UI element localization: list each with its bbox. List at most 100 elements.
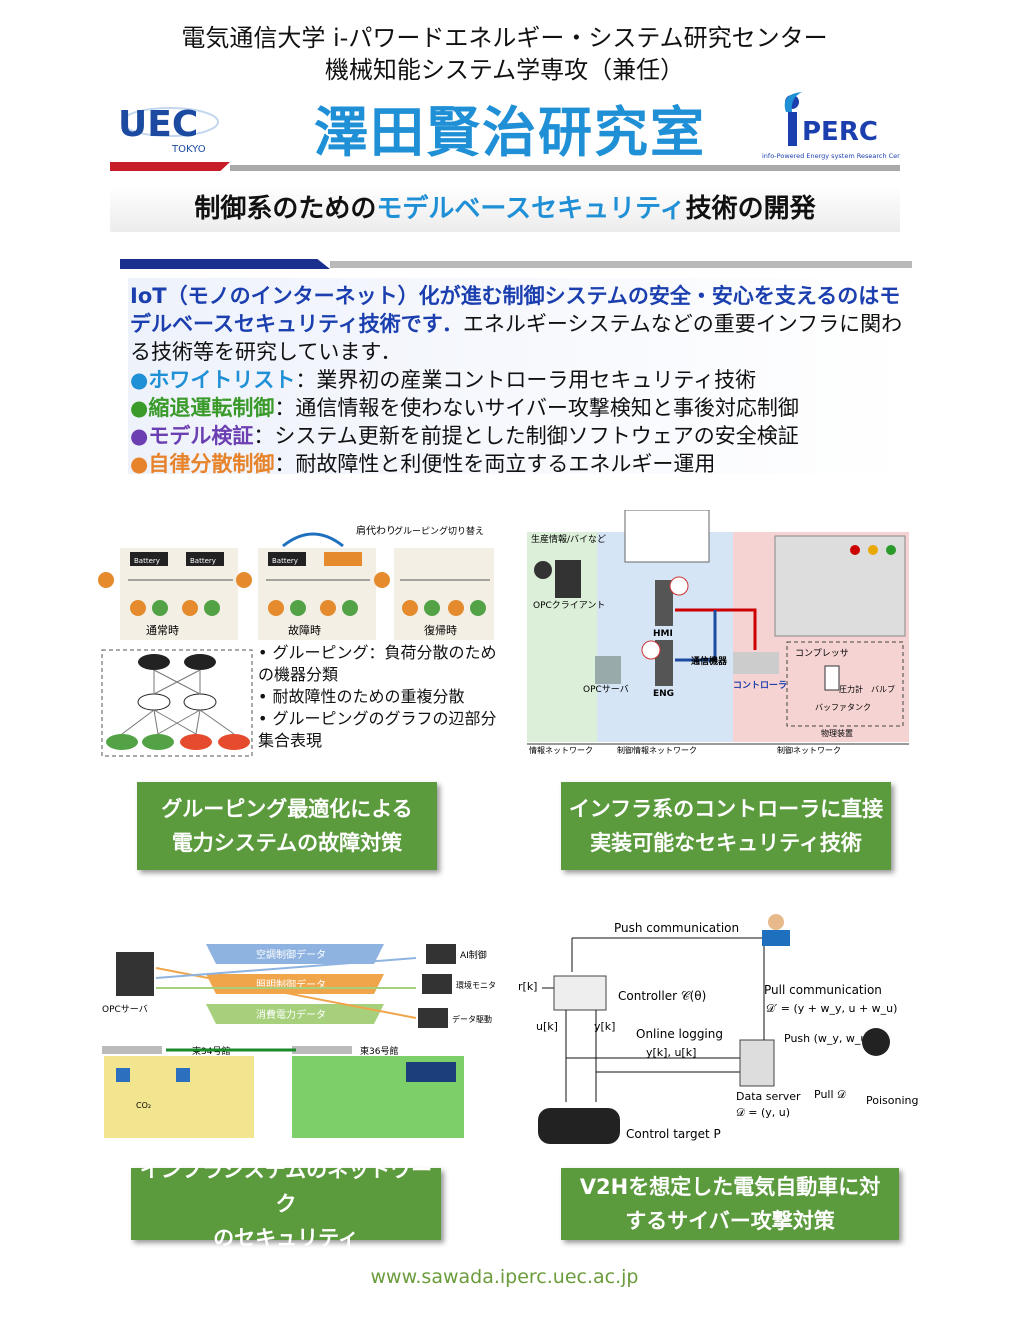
svg-text:消費電力データ: 消費電力データ xyxy=(256,1008,326,1021)
fig1-bullet-2: • 耐故障性のための重複分散 xyxy=(258,687,465,706)
intro-item-degraded: ●縮退運転制御：通信情報を使わないサイバー攻撃検知と事後対応制御 xyxy=(130,394,910,422)
item-desc: ：耐故障性と利便性を両立するエネルギー運用 xyxy=(274,452,716,476)
svg-text:生産情報/バイなど: 生産情報/バイなど xyxy=(531,533,606,545)
intro-item-whitelist: ●ホワイトリスト：業界初の産業コントローラ用セキュリティ技術 xyxy=(130,366,910,394)
uec-logo-text: UEC xyxy=(118,104,198,145)
intro-rule-gray xyxy=(330,261,912,268)
caption-line-1: グルーピング最適化による xyxy=(161,797,413,821)
caption-controller-security: インフラ系のコントローラに直接 実装可能なセキュリティ技術 xyxy=(561,782,891,870)
bullet-icon: ● xyxy=(130,368,149,392)
intro-item-autonomous: ●自律分散制御：耐故障性と利便性を両立するエネルギー運用 xyxy=(130,450,910,478)
caption-line-2: のセキュリティ xyxy=(213,1226,359,1250)
grouping-graph xyxy=(101,649,253,757)
fig-infra-network: OPCサーバ 空調制御データ 照明制御データ 消費電力データ AI制御 環境モニ… xyxy=(96,938,506,1138)
svg-text:ENG: ENG xyxy=(653,689,674,699)
caption-line-2: 実装可能なセキュリティ技術 xyxy=(590,831,862,855)
svg-text:コンプレッサ: コンプレッサ xyxy=(795,648,849,659)
svg-text:バルブ: バルブ xyxy=(871,684,895,694)
svg-text:𝒟′ = (y + w_y, u + w_u): 𝒟′ = (y + w_y, u + w_u) xyxy=(766,1002,897,1015)
fig1-bullet-1: • グルーピング：負荷分散のための機器分類 xyxy=(258,643,497,684)
svg-text:制御ネットワーク: 制御ネットワーク xyxy=(777,745,841,754)
svg-text:r[k]: r[k] xyxy=(518,980,537,993)
fig-grouping: Battery Battery 通常時 Battery 故障時 肩代わり xyxy=(98,522,510,762)
svg-text:u[k]: u[k] xyxy=(536,1020,558,1033)
fig1-bullets: • グルーピング：負荷分散のための機器分類 • 耐故障性のための重複分散 • グ… xyxy=(258,642,508,752)
lab-title: 澤田賢治研究室 xyxy=(314,101,706,164)
svg-text:Battery: Battery xyxy=(134,557,160,565)
subtitle-suffix: 技術の開発 xyxy=(685,194,816,224)
svg-text:空調制御データ: 空調制御データ xyxy=(256,948,326,961)
bullet-icon: ● xyxy=(130,396,149,420)
header-department: 機械知能システム学専攻（兼任） xyxy=(324,56,685,84)
svg-text:OPCクライアント: OPCクライアント xyxy=(533,600,605,611)
svg-text:y[k]: y[k] xyxy=(594,1020,615,1033)
uec-logo: UEC TOKYO xyxy=(110,96,220,156)
item-key: 自律分散制御 xyxy=(148,452,275,476)
svg-text:Push (w_y, w_u): Push (w_y, w_u) xyxy=(784,1032,872,1045)
item-desc: ：通信情報を使わないサイバー攻撃検知と事後対応制御 xyxy=(274,396,799,420)
svg-text:OPCサーバ: OPCサーバ xyxy=(583,684,629,695)
subtitle-accent: モデルベースセキュリティ xyxy=(376,194,686,224)
item-key: ホワイトリスト xyxy=(148,368,296,392)
svg-text:𝒟 = (y, u): 𝒟 = (y, u) xyxy=(736,1106,790,1119)
header-rule-red xyxy=(110,162,230,171)
svg-text:Poisoning: Poisoning xyxy=(866,1094,918,1107)
label-switch: グルーピング切り替え xyxy=(394,525,484,537)
svg-text:Battery: Battery xyxy=(190,557,216,565)
label-normal: 通常時 xyxy=(146,624,179,637)
svg-text:コントローラ: コントローラ xyxy=(733,680,787,691)
caption-line-1: インフラシステムのネットワーク xyxy=(139,1158,433,1216)
intro-rule-navy xyxy=(120,259,330,269)
svg-text:HMI: HMI xyxy=(653,629,673,639)
intro-lead-rest: エネルギーシステムなどの重要インフラに関わる技術等を研究しています． xyxy=(130,312,903,364)
svg-text:Online logging: Online logging xyxy=(636,1027,723,1041)
svg-text:データ駆動: データ駆動 xyxy=(452,1014,492,1024)
svg-text:物理装置: 物理装置 xyxy=(821,728,853,738)
header-rule-gray xyxy=(230,165,900,171)
caption-line-2: 電力システムの故障対策 xyxy=(171,831,403,855)
svg-text:Battery: Battery xyxy=(272,557,298,565)
svg-text:制御情報ネットワーク: 制御情報ネットワーク xyxy=(617,745,697,754)
panel-normal: Battery Battery 通常時 xyxy=(98,548,238,640)
panel-fault: Battery 故障時 肩代わり xyxy=(236,524,396,640)
svg-text:Pull 𝒟: Pull 𝒟 xyxy=(814,1088,846,1101)
iperc-logo: PERC info-Powered Energy system Research… xyxy=(740,84,911,164)
intro-block: IoT（モノのインターネット）化が進む制御システムの安全・安心を支えるのはモデル… xyxy=(128,278,912,476)
item-key: モデル検証 xyxy=(148,424,254,448)
svg-text:OPCサーバ: OPCサーバ xyxy=(102,1004,148,1015)
svg-text:環境モニタ: 環境モニタ xyxy=(456,980,496,990)
item-desc: ：業界初の産業コントローラ用セキュリティ技術 xyxy=(295,368,757,392)
caption-grouping: グルーピング最適化による 電力システムの故障対策 xyxy=(137,782,437,870)
footer-url[interactable]: www.sawada.iperc.uec.ac.jp xyxy=(370,1266,639,1288)
svg-text:東36号館: 東36号館 xyxy=(360,1045,398,1057)
intro-lead-bold: IoT（モノのインターネット）化が進む制御システムの安全・安心を支えるのはモデル… xyxy=(130,284,901,336)
iperc-logo-sub: info-Powered Energy system Research Cent… xyxy=(762,152,900,160)
svg-text:バッファタンク: バッファタンク xyxy=(815,703,871,712)
svg-text:PERC: PERC xyxy=(802,117,878,147)
panel-recover: 復帰時 グルーピング切り替え xyxy=(374,525,494,640)
item-desc: ：システム更新を前提とした制御ソフトウェアの安全検証 xyxy=(253,424,799,448)
subtitle-prefix: 制御系のための xyxy=(194,194,377,224)
label-fault: 故障時 xyxy=(288,623,321,637)
intro-item-model-check: ●モデル検証：システム更新を前提とした制御ソフトウェアの安全検証 xyxy=(130,422,910,450)
caption-infra-network: インフラシステムのネットワーク のセキュリティ xyxy=(131,1158,441,1250)
fig-v2h: Push communication r[k] Controller 𝒞(θ) … xyxy=(514,912,926,1150)
uec-logo-sub: TOKYO xyxy=(171,144,206,155)
svg-text:CO₂: CO₂ xyxy=(136,1101,151,1110)
svg-text:Controller 𝒞(θ): Controller 𝒞(θ) xyxy=(618,989,706,1003)
caption-line-1: インフラ系のコントローラに直接 xyxy=(568,797,884,821)
header-affiliation: 電気通信大学 i-パワードエネルギー・システム研究センター xyxy=(181,24,828,52)
label-shift: 肩代わり xyxy=(356,524,396,537)
svg-text:通信機器: 通信機器 xyxy=(691,655,728,667)
fig1-bullet-3: • グルーピングのグラフの辺部分集合表現 xyxy=(258,709,497,750)
subtitle: 制御系のためのモデルベースセキュリティ技術の開発 xyxy=(110,186,900,232)
label-recover: 復帰時 xyxy=(424,624,457,637)
svg-text:AI制御: AI制御 xyxy=(460,949,487,961)
svg-text:Pull communication: Pull communication xyxy=(764,983,882,997)
caption-line-2: するサイバー攻撃対策 xyxy=(625,1209,835,1233)
svg-text:Push communication: Push communication xyxy=(614,921,739,935)
fig-controller-security: 生産情報/バイなど OPCクライアント OPCサーバ HMI ENG 通信機器 … xyxy=(525,509,910,755)
caption-line-1: V2Hを想定した電気自動車に対 xyxy=(579,1175,881,1199)
caption-v2h: V2Hを想定した電気自動車に対 するサイバー攻撃対策 xyxy=(561,1168,899,1240)
svg-text:圧力計: 圧力計 xyxy=(839,684,863,694)
